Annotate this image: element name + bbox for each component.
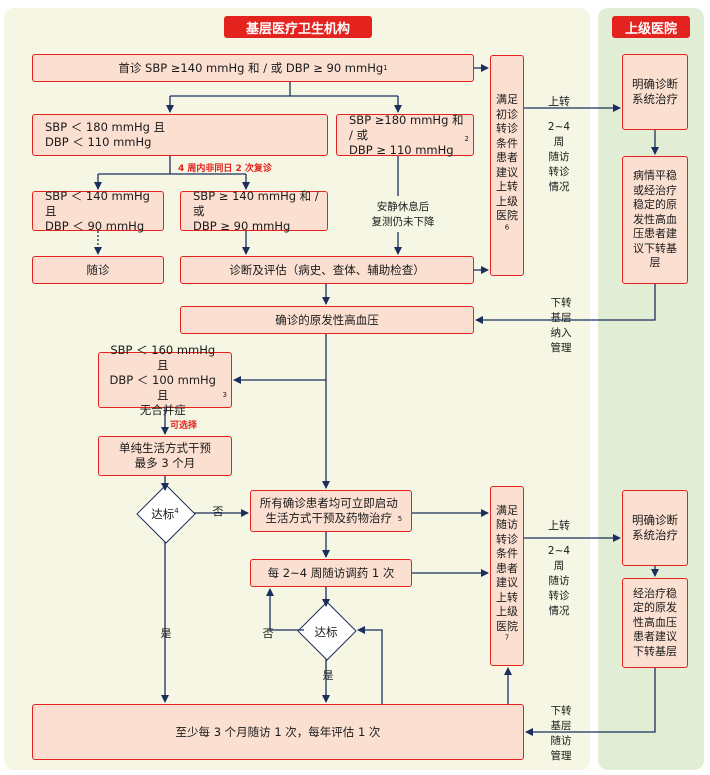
- hospital-downreferral-top: 病情平稳或经治疗稳定的原发性高血压患者建议下转基层: [622, 156, 688, 284]
- upward-label-bottom: 上转: [548, 519, 570, 532]
- downward-label-bottom: 下转 基层 随访 管理: [550, 705, 572, 762]
- upward-note-bottom: 2~4周 随访 转诊 情况: [547, 545, 571, 617]
- follow-up-box: 随诊: [32, 256, 164, 284]
- target-mid-label: 达标: [314, 625, 338, 639]
- lifestyle-only-box: 单纯生活方式干预 最多 3 个月: [98, 436, 232, 476]
- downward-label-top: 下转 基层 纳入 管理: [550, 297, 572, 354]
- upward-note-top: 2~4周 随访 转诊 情况: [547, 121, 571, 193]
- hospital-diagnosis-top: 明确诊断 系统治疗: [622, 54, 688, 130]
- recheck-note: 4 周内非同日 2 次复诊: [178, 164, 272, 174]
- normal-bp-box: SBP ＜ 140 mmHg 且 DBP ＜ 90 mmHg: [32, 189, 164, 233]
- followup-referral-box: 满足随访转诊条件患者建议上转上级医院7: [490, 486, 524, 666]
- final-follow-up-box: 至少每 3 个月随访 1 次，每年评估 1 次: [32, 704, 524, 760]
- hospital-diagnosis-bottom: 明确诊断 系统治疗: [622, 490, 688, 566]
- optional-note: 可选择: [170, 421, 198, 431]
- yes-label-mid: 是: [322, 669, 334, 682]
- rest-recheck-note: 安静休息后 复测仍未下降: [371, 201, 435, 228]
- hospital-header: 上级医院: [612, 16, 690, 38]
- elevated-bp-box: SBP ≥ 140 mmHg 和 / 或 DBP ≥ 90 mmHg: [180, 189, 328, 233]
- upward-label-top: 上转: [548, 95, 570, 108]
- adjust-medication-box: 每 2~4 周随访调药 1 次: [250, 559, 412, 587]
- diagnosis-evaluation-box: 诊断及评估（病史、查体、辅助检查）: [180, 256, 474, 284]
- target-left-label: 达标4: [151, 507, 179, 521]
- hospital-downreferral-bottom: 经治疗稳定的原发性高血压患者建议下转基层: [622, 578, 688, 668]
- yes-label-left: 是: [160, 627, 172, 640]
- no-label-mid: 否: [262, 627, 274, 640]
- bp-lower-box: SBP ＜ 180 mmHg 且 DBP ＜ 110 mmHg: [32, 114, 328, 156]
- confirmed-hypertension-box: 确诊的原发性高血压: [180, 306, 474, 334]
- primary-care-header: 基层医疗卫生机构: [224, 16, 372, 38]
- no-label-left: 否: [212, 505, 224, 518]
- initial-referral-box: 满足初诊转诊条件患者建议上转上级医院6: [490, 55, 524, 276]
